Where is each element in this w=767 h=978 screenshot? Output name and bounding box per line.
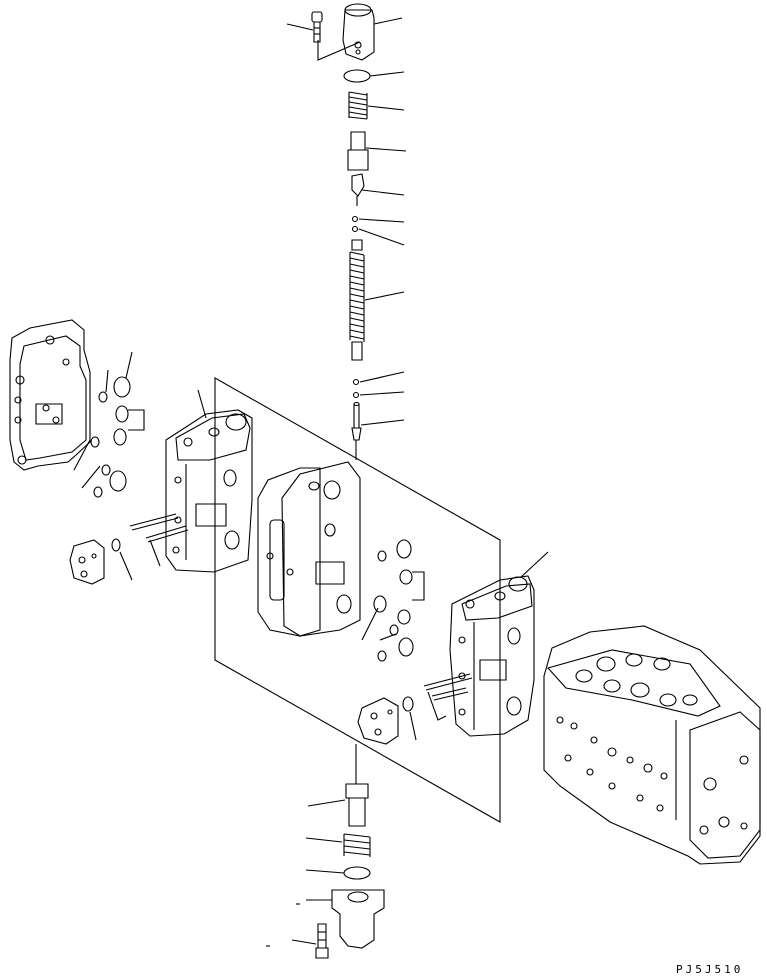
pin: [352, 403, 404, 461]
top-piston: [348, 132, 406, 170]
mid-balls: [354, 372, 405, 398]
left-seal-group: [74, 352, 144, 497]
bottom-spool: [308, 744, 368, 826]
left-section-block: [166, 390, 252, 572]
left-small-block: [70, 539, 132, 584]
middle-section-blocks: [258, 462, 360, 636]
top-poppet: [352, 174, 404, 206]
left-pins: [130, 514, 188, 566]
left-end-plate: [10, 320, 90, 470]
top-cap: [318, 4, 402, 60]
bottom-cap: [296, 890, 384, 948]
assembled-control-valve: [544, 626, 760, 864]
top-balls: [353, 217, 405, 246]
right-pins: [424, 674, 472, 720]
bottom-oring: [306, 867, 370, 879]
top-cap-bolt: [287, 12, 322, 42]
bottom-bolt: [266, 924, 328, 958]
right-small-block: [358, 697, 416, 744]
middle-seal-group: [362, 540, 424, 661]
assembly-boundary-lines: [215, 378, 500, 822]
bottom-spring: [306, 834, 370, 857]
right-section-block: [450, 552, 548, 736]
drawing-code: PJ5J510: [676, 963, 743, 976]
top-spring: [349, 92, 404, 119]
top-oring: [344, 70, 404, 82]
spool-long: [350, 240, 404, 360]
